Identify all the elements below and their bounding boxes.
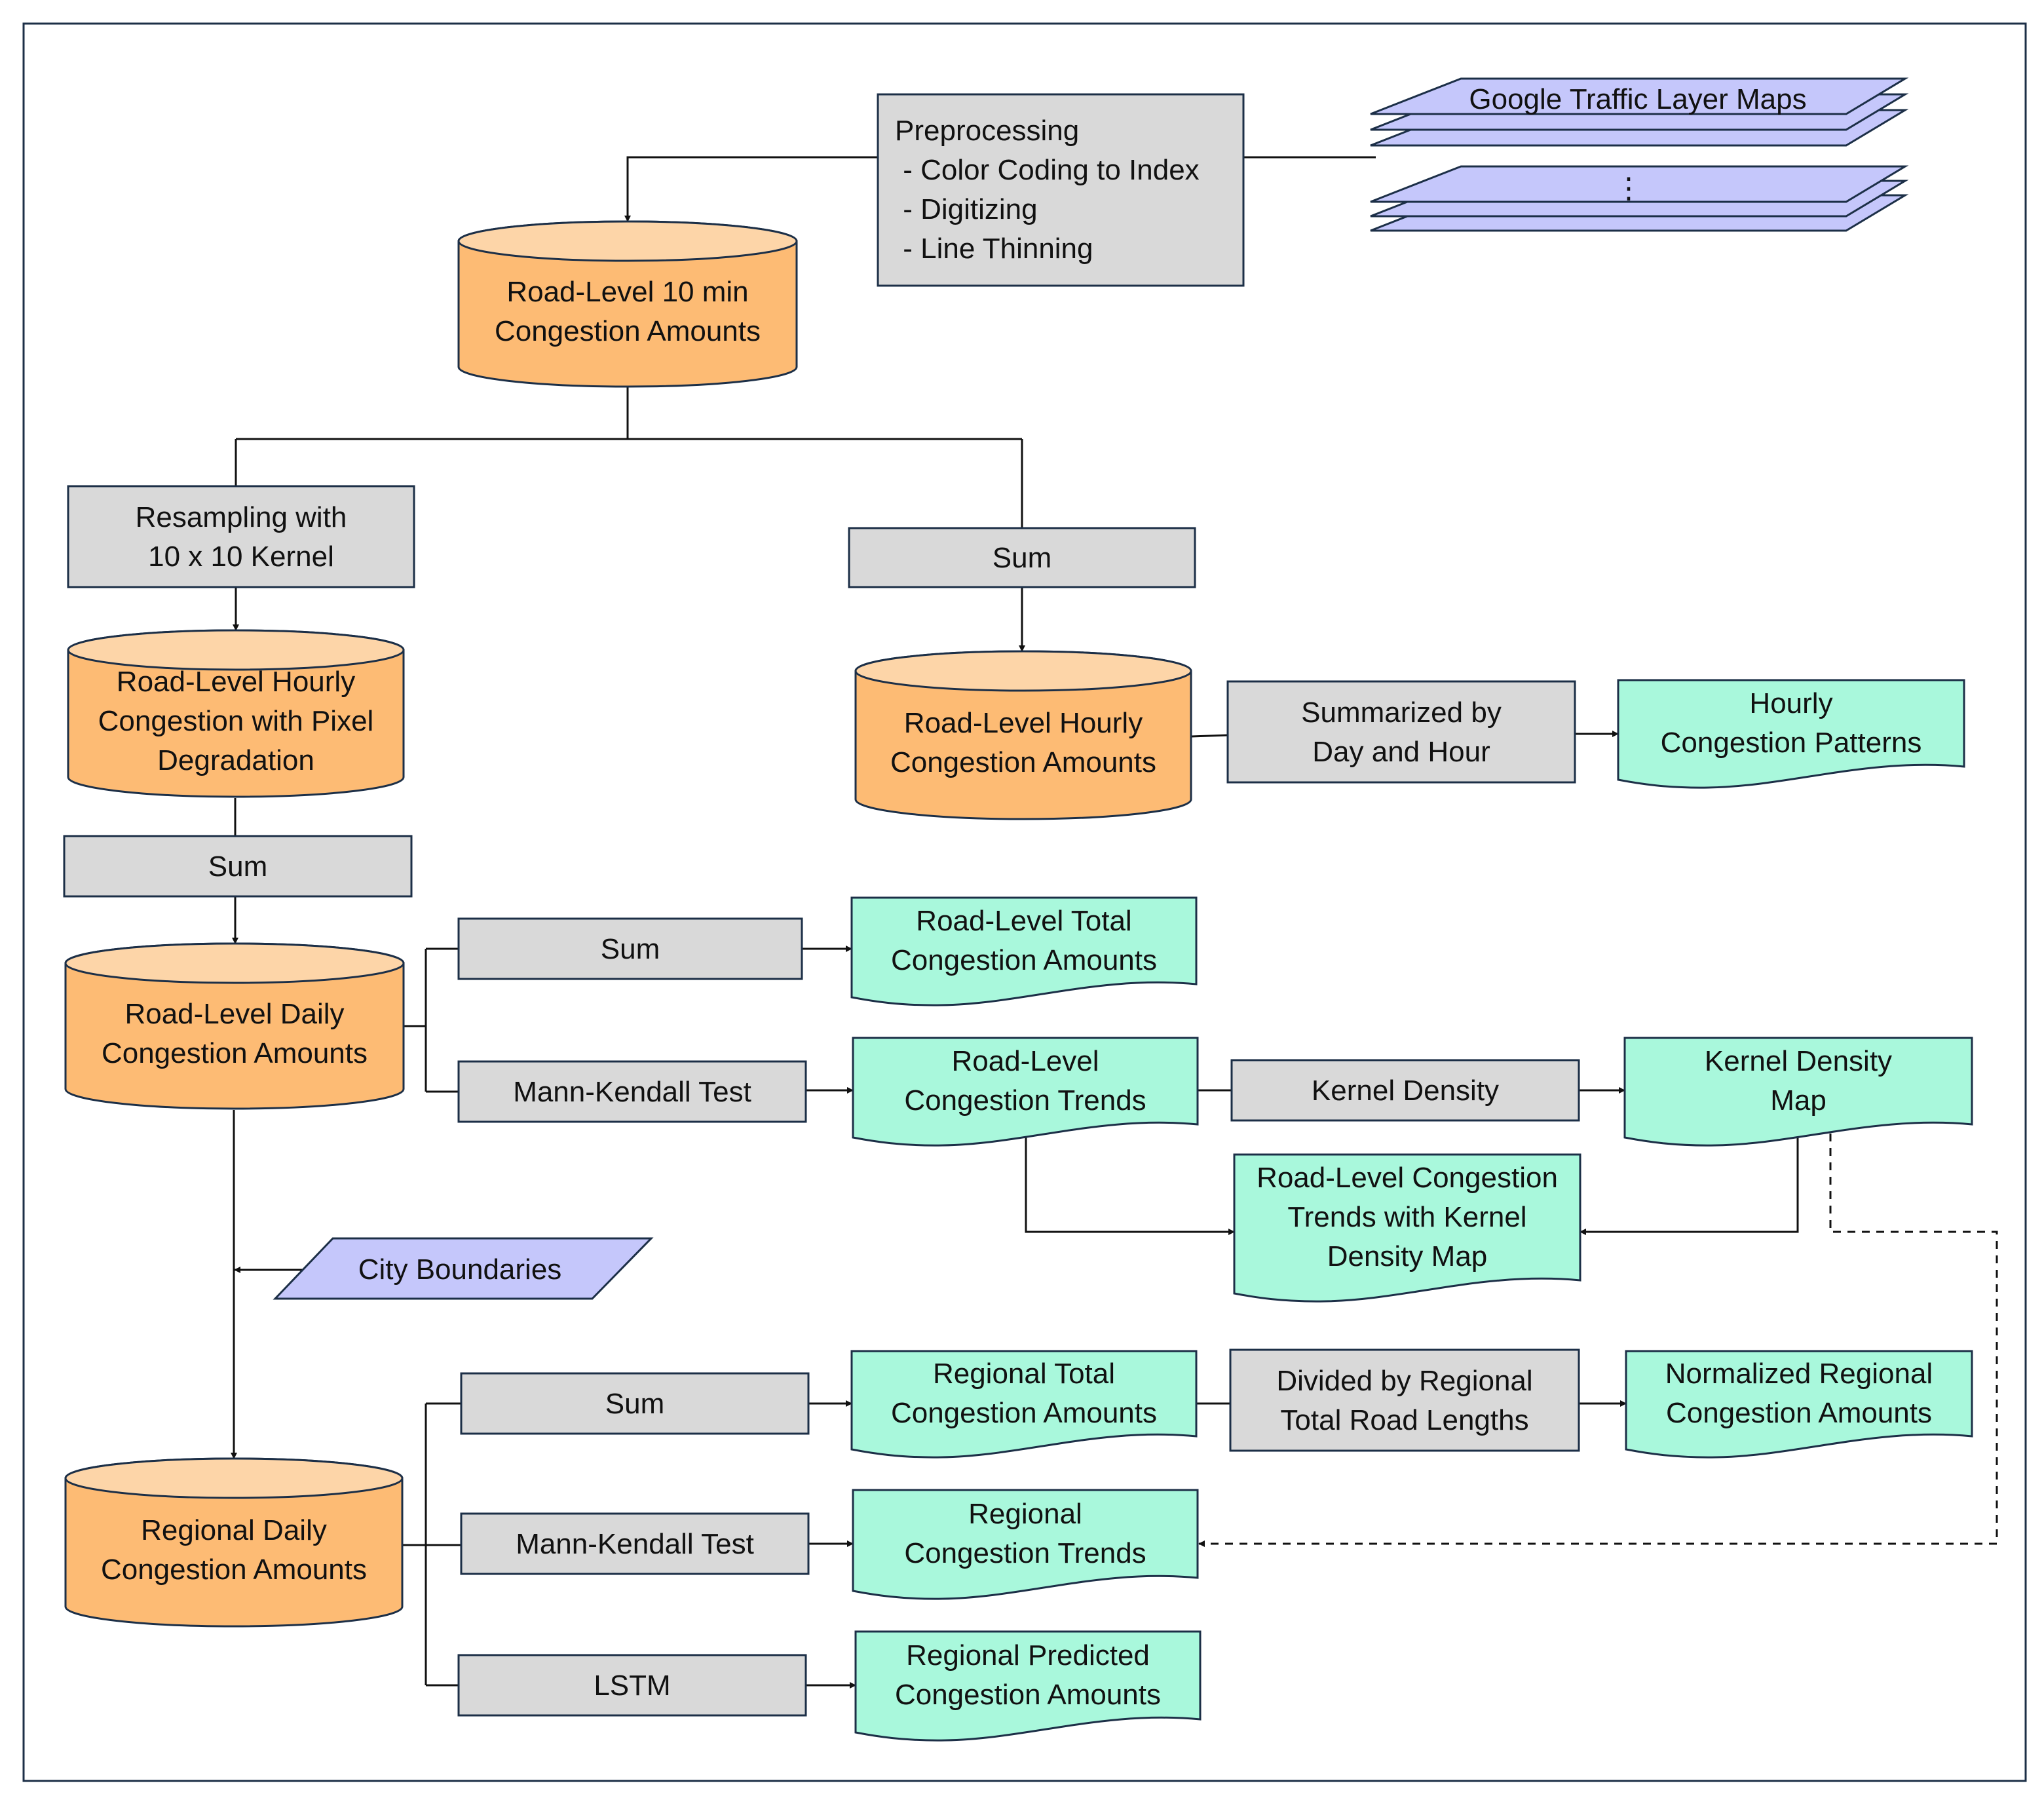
- sum-regional-box-label: Sum: [605, 1388, 664, 1420]
- preprocessing-step-line-thinning: - Line Thinning: [895, 233, 1093, 265]
- normalized-regional-output-label: Normalized Regional: [1665, 1358, 1933, 1390]
- regional-trends-output-label: Regional: [968, 1498, 1082, 1530]
- diagram-frame: [22, 22, 2027, 1782]
- sum-daily-box: Sum: [63, 835, 413, 898]
- resampling-box-label: 10 x 10 Kernel: [148, 541, 334, 573]
- resampling-box: Resampling with 10 x 10 Kernel: [67, 485, 415, 588]
- regional-predicted-output-label: Congestion Amounts: [895, 1679, 1161, 1711]
- regional-trends-output-label: Congestion Trends: [904, 1537, 1146, 1569]
- divided-box-label: Divided by Regional: [1276, 1365, 1532, 1397]
- trends-with-kernel-output-label: Road-Level Congestion: [1257, 1162, 1558, 1194]
- map-to-combined-arrow: [1580, 1137, 1799, 1235]
- road-level-trends-output-label: Road-Level: [951, 1045, 1099, 1077]
- road-level-10min-database-label: Road-Level 10 min: [506, 276, 748, 308]
- road-level-daily-database-label: Road-Level Daily: [124, 998, 344, 1030]
- preprocessing-step-digitizing: - Digitizing: [895, 193, 1038, 225]
- ellipsis-label: ⋮: [1614, 172, 1643, 204]
- road-level-total-output-label: Congestion Amounts: [891, 944, 1157, 976]
- regional-predicted-output-label: Regional Predicted: [906, 1639, 1150, 1672]
- sum-road-total-box-label: Sum: [601, 933, 660, 965]
- map-layer: [1370, 165, 1909, 203]
- hourly-patterns-output-label: Hourly: [1749, 687, 1832, 719]
- road-level-hourly-degraded-database-label: Road-Level Hourly: [117, 666, 355, 698]
- mann-kendall-regional-box: Mann-Kendall Test: [460, 1512, 810, 1575]
- mann-kendall-road-box-label: Mann-Kendall Test: [513, 1076, 751, 1108]
- regional-daily-database-label: Regional Daily: [141, 1514, 327, 1546]
- sum-hourly-box-label: Sum: [993, 542, 1051, 574]
- sum-daily-box-label: Sum: [208, 850, 267, 883]
- hourly-to-summarized-line: [1190, 734, 1228, 738]
- city-boundaries-input: City Boundaries: [273, 1237, 654, 1300]
- kernel-density-box-label: Kernel Density: [1312, 1075, 1499, 1107]
- road-level-10min-database-label: Congestion Amounts: [495, 315, 761, 347]
- regional-daily-database-label: Congestion Amounts: [101, 1554, 367, 1586]
- summarized-box-label: Summarized by: [1301, 697, 1502, 729]
- lstm-box: LSTM: [457, 1654, 807, 1717]
- map-to-regional-trends-dashed-arrow: [1198, 1134, 1998, 1547]
- sum-road-total-box: Sum: [457, 917, 803, 980]
- divided-box-label: Total Road Lengths: [1280, 1404, 1528, 1436]
- trends-with-kernel-output-label: Trends with Kernel: [1287, 1201, 1526, 1233]
- map-layer: [1370, 77, 1909, 115]
- regional-total-output-label: Congestion Amounts: [891, 1397, 1157, 1429]
- preprocessing-title: Preprocessing: [895, 115, 1079, 147]
- resampling-box-label: Resampling with: [136, 501, 347, 533]
- kernel-density-box: Kernel Density: [1230, 1059, 1580, 1122]
- google-traffic-maps-input: Google Traffic Layer Maps ⋮: [1370, 77, 1909, 232]
- kernel-density-map-output-label: Map: [1770, 1084, 1826, 1117]
- trends-with-kernel-output-label: Density Map: [1327, 1240, 1488, 1272]
- normalized-regional-output-label: Congestion Amounts: [1666, 1397, 1932, 1429]
- summarized-box: Summarized by Day and Hour: [1226, 680, 1576, 784]
- lstm-box-label: LSTM: [594, 1670, 670, 1702]
- sum-regional-box: Sum: [460, 1372, 810, 1435]
- regional-total-output-label: Regional Total: [933, 1358, 1115, 1390]
- preprocessing-box: Preprocessing - Color Coding to Index - …: [877, 93, 1245, 287]
- road-level-trends-output-label: Congestion Trends: [904, 1084, 1146, 1117]
- sum-hourly-box: Sum: [848, 527, 1196, 588]
- traffic-maps-label: Google Traffic Layer Maps: [1469, 83, 1806, 115]
- preprocessing-step-color-coding: - Color Coding to Index: [895, 154, 1200, 186]
- road-level-hourly-database-label: Road-Level Hourly: [904, 707, 1143, 739]
- summarized-box-label: Day and Hour: [1312, 736, 1490, 768]
- mann-kendall-road-box: Mann-Kendall Test: [457, 1060, 807, 1123]
- road-level-daily-database-label: Congestion Amounts: [102, 1037, 368, 1069]
- mann-kendall-regional-box-label: Mann-Kendall Test: [516, 1528, 754, 1560]
- kernel-density-map-output-label: Kernel Density: [1705, 1045, 1892, 1077]
- connectors: [231, 156, 1998, 1689]
- city-boundaries-label: City Boundaries: [358, 1253, 562, 1286]
- road-level-hourly-degraded-database-label: Congestion with Pixel: [98, 705, 374, 737]
- road-level-total-output-label: Road-Level Total: [916, 905, 1131, 937]
- road-level-hourly-degraded-database-label: Degradation: [157, 744, 314, 776]
- preprocessing-to-10min-arrow: [624, 156, 878, 222]
- trends-to-combined-arrow: [1025, 1134, 1235, 1235]
- road-level-hourly-database-label: Congestion Amounts: [890, 746, 1156, 778]
- hourly-patterns-output-label: Congestion Patterns: [1661, 727, 1922, 759]
